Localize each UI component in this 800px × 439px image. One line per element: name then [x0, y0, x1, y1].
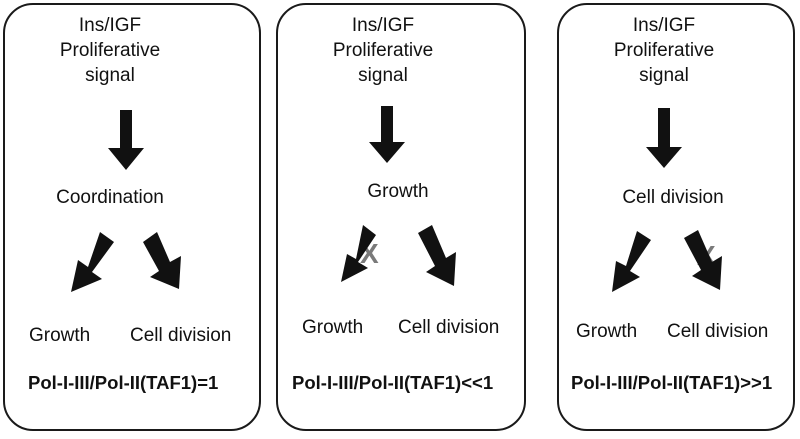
middle-label: Cell division: [622, 187, 724, 208]
panel-cell-division: [557, 3, 795, 431]
outcome-growth-label: Growth: [576, 321, 638, 342]
signal-label-line3: signal: [85, 65, 135, 86]
outcome-growth-label: Growth: [29, 325, 91, 346]
ratio-label: Pol-I-III/Pol-II(TAF1)>>1: [571, 372, 773, 393]
signal-label-line2: Proliferative: [59, 40, 161, 61]
signal-label-line2: Proliferative: [332, 40, 434, 61]
blocked-mark: X: [697, 240, 716, 271]
blocked-mark: X: [360, 238, 379, 269]
signal-label-line1: Ins/IGF: [78, 15, 142, 36]
outcome-cell-division-label: Cell division: [398, 317, 500, 338]
outcome-cell-division-label: Cell division: [130, 325, 232, 346]
middle-label: Growth: [367, 181, 429, 202]
outcome-cell-division-label: Cell division: [667, 321, 769, 342]
middle-label: Coordination: [56, 187, 164, 208]
signal-label-line1: Ins/IGF: [632, 15, 696, 36]
signal-label-line3: signal: [639, 65, 689, 86]
panel-growth: [276, 3, 526, 431]
ratio-label: Pol-I-III/Pol-II(TAF1)=1: [28, 372, 219, 393]
outcome-growth-label: Growth: [302, 317, 364, 338]
signal-label-line3: signal: [358, 65, 408, 86]
panel-coordination: [3, 3, 261, 431]
signal-label-line1: Ins/IGF: [351, 15, 415, 36]
ratio-label: Pol-I-III/Pol-II(TAF1)<<1: [292, 372, 494, 393]
signal-label-line2: Proliferative: [613, 40, 715, 61]
